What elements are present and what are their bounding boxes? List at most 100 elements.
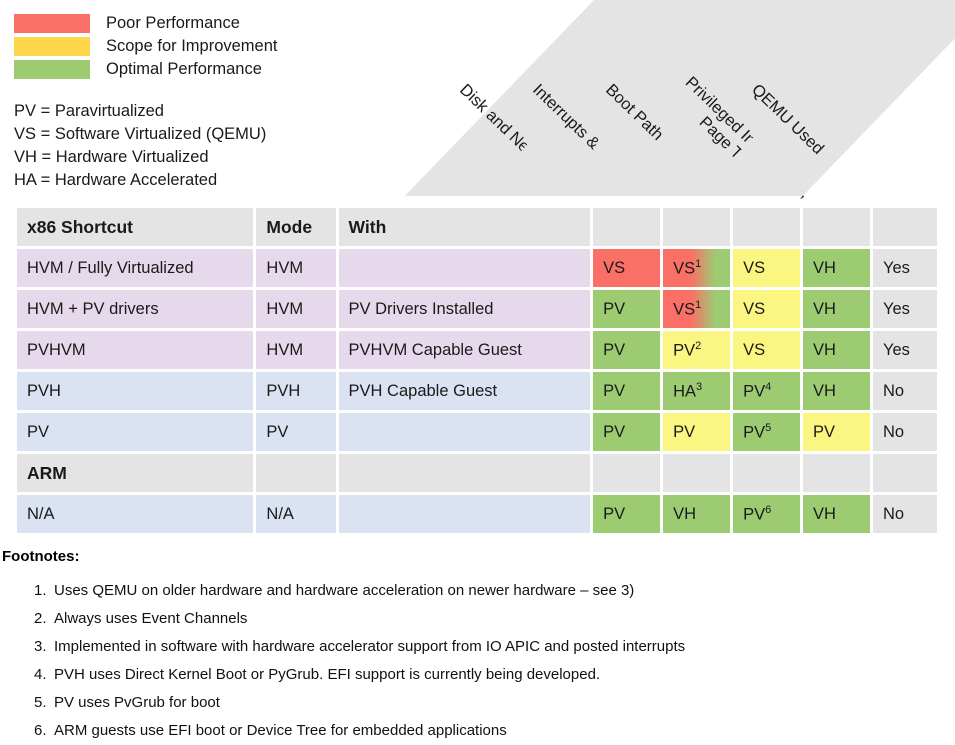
footnotes-title: Footnotes: — [2, 548, 80, 565]
cell-metric-1: PV — [593, 413, 661, 451]
section-blank-5 — [733, 454, 801, 492]
cell-shortcut: PVHVM — [17, 331, 254, 369]
footnote-number: 5. — [34, 694, 47, 711]
cell-with — [338, 495, 591, 533]
abbrev-vs: VS = Software Virtualized (QEMU) — [14, 125, 267, 143]
footnote-marker: 4 — [765, 380, 772, 393]
column-header-shortcut: x86 Shortcut — [17, 208, 254, 246]
cell-metric-1: PV — [593, 290, 661, 328]
cell-mode: N/A — [256, 495, 336, 533]
cell-metric-3: PV6 — [733, 495, 801, 533]
footnote-number: 6. — [34, 722, 47, 739]
cell-metric-3: VS — [733, 249, 801, 287]
footnote-item: 3.Implemented in software with hardware … — [34, 633, 942, 661]
cell-metric-2: VS1 — [663, 249, 731, 287]
footnote-marker: 6 — [765, 503, 772, 516]
legend: Poor Performance Scope for Improvement O… — [14, 12, 354, 81]
cell-metric-4: VH — [803, 331, 870, 369]
cell-shortcut: PVH — [17, 372, 254, 410]
cell-with — [338, 249, 591, 287]
cell-with: PVH Capable Guest — [338, 372, 591, 410]
cell-metric-2: PV — [663, 413, 731, 451]
cell-metric-4: VH — [803, 290, 870, 328]
footnote-item: 1.Uses QEMU on older hardware and hardwa… — [34, 577, 942, 605]
cell-metric-4: PV — [803, 413, 870, 451]
abbrev-pv: PV = Paravirtualized — [14, 102, 164, 120]
cell-mode: HVM — [256, 331, 336, 369]
column-header-blank-2 — [663, 208, 731, 246]
section-blank-3 — [593, 454, 661, 492]
legend-item-optimal: Optimal Performance — [14, 58, 354, 80]
column-header-blank-5 — [872, 208, 937, 246]
section-blank-7 — [872, 454, 937, 492]
footnote-marker: 5 — [765, 421, 772, 434]
abbrev-ha: HA = Hardware Accelerated — [14, 171, 218, 189]
footnote-item: 2.Always uses Event Channels — [34, 605, 942, 633]
legend-item-scope: Scope for Improvement — [14, 35, 354, 57]
cell-metric-2: HA3 — [663, 372, 731, 410]
cell-mode: PV — [256, 413, 336, 451]
cell-metric-4: VH — [803, 249, 870, 287]
footnote-marker: 1 — [695, 257, 702, 270]
cell-mode: PVH — [256, 372, 336, 410]
legend-item-poor: Poor Performance — [14, 12, 354, 34]
section-blank-4 — [663, 454, 731, 492]
cell-metric-2: VS1 — [663, 290, 731, 328]
cell-metric-3: VS — [733, 331, 801, 369]
legend-label-scope: Scope for Improvement — [106, 36, 278, 55]
cell-with: PV Drivers Installed — [338, 290, 591, 328]
cell-metric-5: No — [872, 372, 937, 410]
cell-with: PVHVM Capable Guest — [338, 331, 591, 369]
legend-swatch-scope — [14, 36, 90, 56]
cell-metric-3: PV4 — [733, 372, 801, 410]
section-blank-6 — [803, 454, 870, 492]
footnote-marker: 3 — [696, 380, 703, 393]
cell-metric-2: VH — [663, 495, 731, 533]
cell-metric-2: PV2 — [663, 331, 731, 369]
cell-mode: HVM — [256, 290, 336, 328]
cell-metric-1: VS — [593, 249, 661, 287]
legend-swatch-optimal — [14, 59, 90, 79]
table-section-row-arm: ARM — [17, 454, 937, 492]
legend-label-poor: Poor Performance — [106, 13, 240, 32]
legend-label-optimal: Optimal Performance — [106, 59, 262, 78]
footnote-number: 4. — [34, 666, 47, 683]
cell-shortcut: N/A — [17, 495, 254, 533]
footnote-marker: 2 — [695, 339, 702, 352]
cell-shortcut: HVM / Fully Virtualized — [17, 249, 254, 287]
legend-swatch-poor — [14, 13, 90, 33]
footnote-item: 5.PV uses PvGrub for boot — [34, 689, 942, 717]
cell-metric-5: Yes — [872, 331, 937, 369]
column-header-blank-1 — [593, 208, 661, 246]
abbrev-vh: VH = Hardware Virtualized — [14, 148, 209, 166]
column-header-with: With — [338, 208, 591, 246]
cell-metric-4: VH — [803, 495, 870, 533]
section-label-arm: ARM — [17, 454, 254, 492]
cell-metric-3: PV5 — [733, 413, 801, 451]
section-blank-2 — [338, 454, 591, 492]
cell-metric-3: VS — [733, 290, 801, 328]
cell-metric-5: No — [872, 495, 937, 533]
cell-metric-5: Yes — [872, 290, 937, 328]
section-blank-1 — [256, 454, 336, 492]
cell-mode: HVM — [256, 249, 336, 287]
cell-metric-1: PV — [593, 372, 661, 410]
cell-shortcut: HVM + PV drivers — [17, 290, 254, 328]
cell-metric-1: PV — [593, 495, 661, 533]
footnote-number: 1. — [34, 582, 47, 599]
column-header-mode: Mode — [256, 208, 336, 246]
cell-shortcut: PV — [17, 413, 254, 451]
column-header-blank-4 — [803, 208, 870, 246]
cell-metric-5: Yes — [872, 249, 937, 287]
footnote-marker: 1 — [695, 298, 702, 311]
footnote-number: 2. — [34, 610, 47, 627]
cell-metric-5: No — [872, 413, 937, 451]
